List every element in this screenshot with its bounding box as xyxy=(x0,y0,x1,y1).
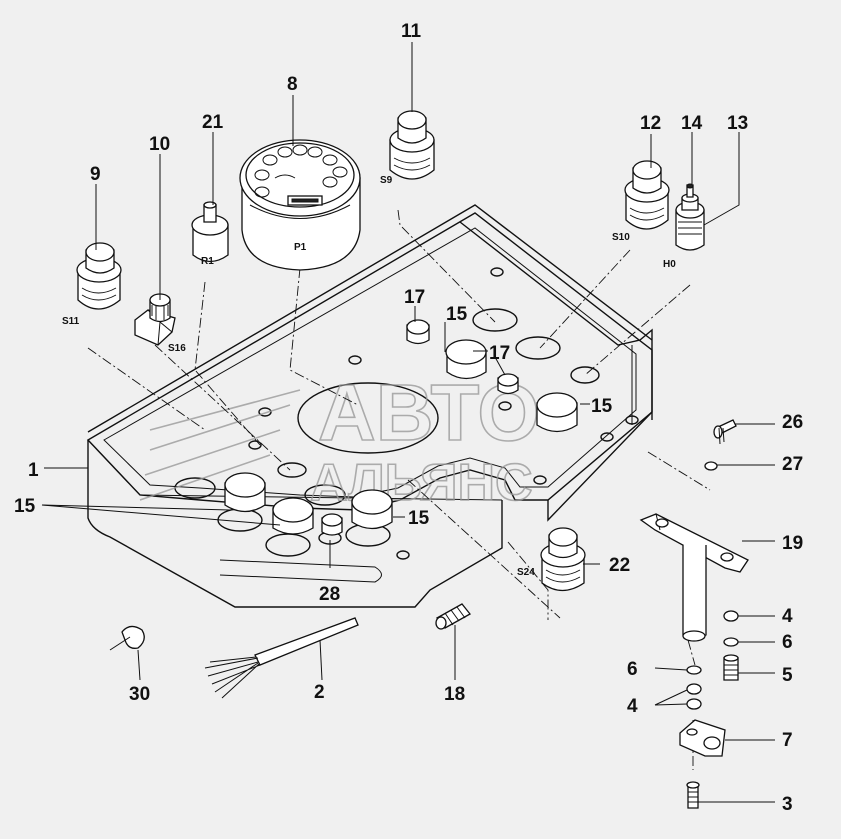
knob-15-bottom xyxy=(351,489,393,530)
threaded-stud xyxy=(435,603,471,630)
knob-15-top xyxy=(445,339,487,380)
callout-6-left: 6 xyxy=(627,659,638,680)
designation-labels: S11 S16 R1 P1 S9 S10 H0 S24 xyxy=(62,175,676,578)
panel-frame xyxy=(87,204,653,433)
callout-18: 18 xyxy=(444,684,465,705)
knob-15-mid xyxy=(272,497,314,535)
callout-17-mid: 17 xyxy=(489,343,510,364)
callout-1: 1 xyxy=(28,460,39,481)
label-p1: P1 xyxy=(294,242,307,253)
callout-15-right: 15 xyxy=(591,396,613,417)
callout-14: 14 xyxy=(681,113,703,134)
leader-lines xyxy=(41,42,775,803)
callout-3: 3 xyxy=(782,794,793,815)
switch-s11 xyxy=(76,242,122,310)
cable-harness xyxy=(204,617,359,699)
svg-text:АЛЬЯНС: АЛЬЯНС xyxy=(310,454,533,512)
callout-15-top: 15 xyxy=(446,304,468,325)
callout-17-top: 17 xyxy=(404,287,425,308)
callout-27: 27 xyxy=(782,454,803,475)
callout-9: 9 xyxy=(90,164,101,185)
label-h0: H0 xyxy=(663,259,676,270)
callout-30: 30 xyxy=(129,684,150,705)
callout-28: 28 xyxy=(319,584,340,605)
callout-10: 10 xyxy=(149,134,170,155)
instrument-gauge xyxy=(239,139,361,271)
switch-s10 xyxy=(624,160,670,230)
label-s10: S10 xyxy=(612,232,630,243)
knob-15-left xyxy=(224,472,266,513)
callout-numbers: 1 2 3 4 4 5 6 6 7 8 9 10 11 12 13 14 15 … xyxy=(14,21,803,815)
switch-s24 xyxy=(540,527,586,592)
callout-26: 26 xyxy=(782,412,803,433)
callout-21: 21 xyxy=(202,112,224,133)
callout-8: 8 xyxy=(287,74,298,95)
knob-15-right xyxy=(536,392,578,433)
callout-15-bottom: 15 xyxy=(408,508,430,529)
callout-12: 12 xyxy=(640,113,661,134)
switch-s9 xyxy=(389,110,435,180)
watermark-logo: АВТО АЛЬЯНС xyxy=(139,367,540,513)
panel-knobs xyxy=(224,339,578,535)
knob-r1 xyxy=(191,201,229,263)
mounting-bracket xyxy=(639,513,749,642)
label-r1: R1 xyxy=(201,256,214,267)
switch-s16 xyxy=(134,293,176,346)
label-s16: S16 xyxy=(168,343,186,354)
label-s11: S11 xyxy=(62,316,80,327)
callout-4-left: 4 xyxy=(627,696,638,717)
label-s9: S9 xyxy=(380,175,393,186)
label-s24: S24 xyxy=(517,567,535,578)
callout-4-right: 4 xyxy=(782,606,793,627)
callout-13: 13 xyxy=(727,113,748,134)
callout-15-left: 15 xyxy=(14,496,36,517)
callout-6-right: 6 xyxy=(782,632,793,653)
cable-clip xyxy=(109,625,145,651)
fasteners xyxy=(679,419,739,809)
callout-19: 19 xyxy=(782,533,803,554)
callout-2: 2 xyxy=(314,682,325,703)
callout-5: 5 xyxy=(782,665,793,686)
blind-plugs xyxy=(321,319,519,536)
assembly-lines xyxy=(87,209,711,770)
callout-22: 22 xyxy=(609,555,630,576)
callout-11: 11 xyxy=(401,21,422,42)
indicator-lamp-h0 xyxy=(675,183,705,251)
callout-7: 7 xyxy=(782,730,793,751)
